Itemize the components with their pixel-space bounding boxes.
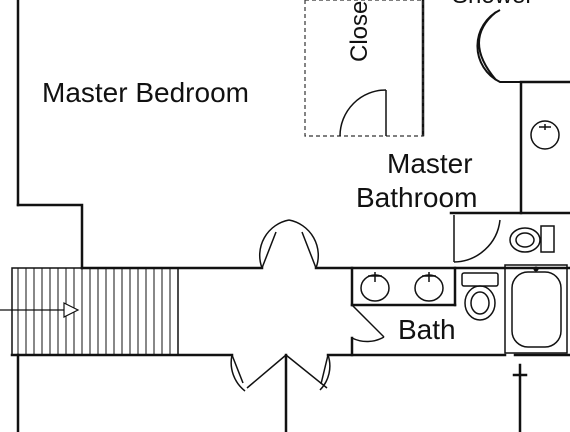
closet-label: Closet: [346, 0, 373, 62]
master-toilet-icon: [509, 225, 555, 253]
shower-label: Shower: [452, 0, 533, 8]
landing-wall: [16, 203, 84, 270]
master-bathroom-label-line1: Master: [387, 148, 473, 179]
bath-sink-right-icon: [414, 272, 444, 302]
closet-door[interactable]: [339, 89, 387, 137]
closet-outline: [304, 0, 424, 137]
shower-wall: [478, 11, 497, 81]
master-sink-icon: [530, 120, 560, 150]
bath-sink-left-icon: [360, 272, 390, 302]
hall-bottom-doors[interactable]: [230, 354, 331, 392]
hall-top-door[interactable]: [258, 219, 320, 269]
bathtub-icon: [504, 264, 568, 354]
bath-toilet-icon: [461, 272, 499, 321]
shower-curve: [476, 9, 521, 83]
bath-label: Bath: [398, 314, 456, 345]
stairs: [0, 267, 179, 356]
master-bath-right-wall: [519, 80, 570, 215]
stair-arrow-icon: [0, 302, 80, 318]
master-bedroom-label: Master Bedroom: [42, 77, 249, 108]
master-bathroom-label-line2: Bathroom: [356, 182, 478, 213]
master-bath-door[interactable]: [453, 215, 501, 263]
bath-door[interactable]: [351, 304, 385, 343]
